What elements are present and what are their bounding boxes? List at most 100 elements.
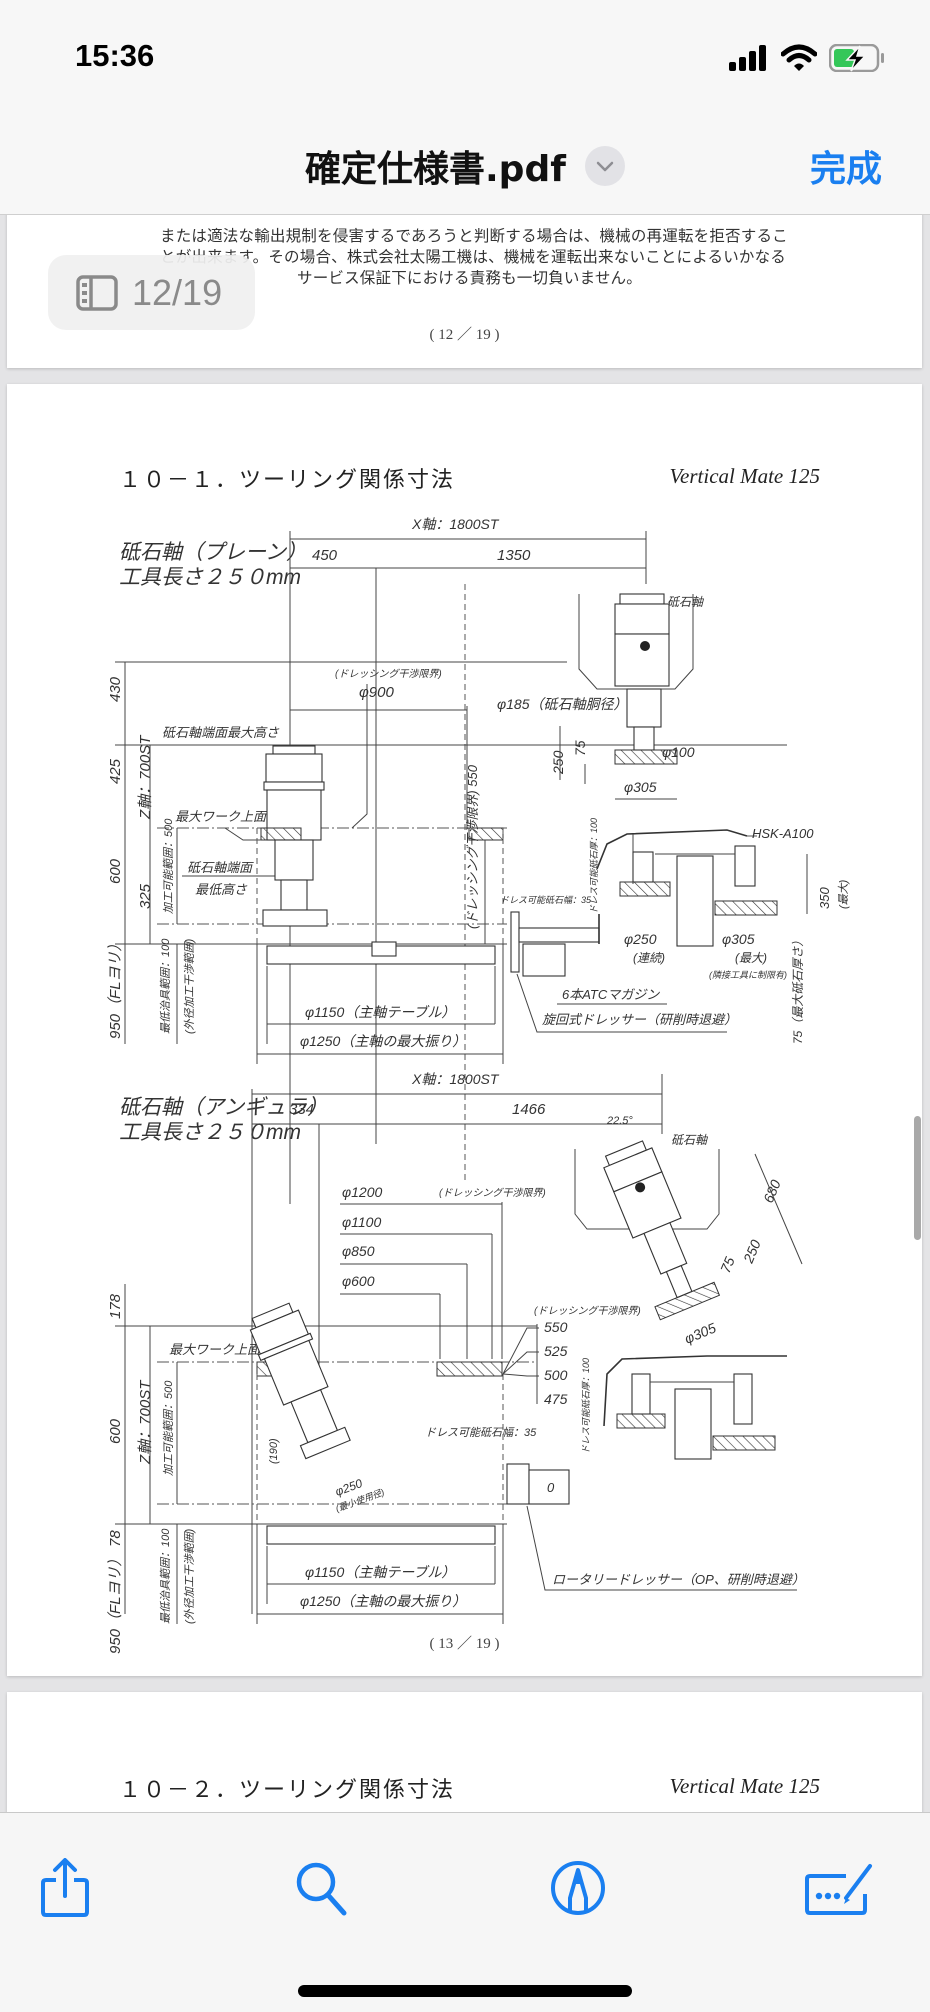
share-button[interactable]: [30, 1853, 100, 1923]
min-jig-range: 最低治具範囲：100: [159, 938, 172, 1034]
z-axis-label: Z軸：700ST: [137, 734, 154, 820]
search-button[interactable]: [287, 1853, 357, 1923]
document-title[interactable]: 確定仕様書.pdf: [0, 140, 930, 192]
leader-lines: [502, 1327, 539, 1377]
table-center: [371, 941, 397, 957]
spindle-shaft: [274, 839, 314, 881]
swivel-dresser-label: 旋回式ドレッサー（研削時退避）: [542, 1012, 737, 1027]
max-v-label: (最大): [837, 879, 850, 909]
atc-magazine-label: 6本ATCマガジン: [562, 987, 660, 1002]
fig1-x-right: 1350: [497, 547, 531, 564]
dress-limit-note: (ドレッシング干渉限界): [335, 668, 442, 680]
done-button[interactable]: 完成: [809, 149, 882, 190]
dim-78: 78: [107, 1530, 124, 1547]
grinding-wheel: [262, 909, 328, 927]
max-work-top-note: 最大ワーク上面: [175, 809, 268, 824]
phi1150: φ1150（主軸テーブル）: [305, 1004, 455, 1020]
phi250: φ250: [624, 931, 657, 947]
spindle-arbor: [633, 726, 655, 751]
bottom-toolbar: [0, 1812, 930, 2012]
markup-button[interactable]: [543, 1853, 613, 1923]
rotary-dresser: [506, 1463, 530, 1505]
height-525: 525: [544, 1343, 568, 1359]
figure-angular-spindle: 砥石軸（アンギュラ） 工具長さ２５０mm X軸：1800ST 334 1466 …: [107, 1071, 805, 1654]
od-interference: (外径加工干渉範囲): [183, 1528, 196, 1624]
status-time: 15:36: [75, 38, 155, 73]
phi850: φ850: [342, 1243, 375, 1259]
tool-wheel-305: [714, 900, 778, 916]
title-menu-button[interactable]: [584, 146, 625, 186]
phi305: φ305: [682, 1319, 718, 1346]
figure-plain-spindle: 砥石軸（プレーン） 工具長さ２５０mm X軸：1800ST 450 1350 4…: [107, 516, 850, 1204]
spindle-marker: [635, 1182, 646, 1193]
dim-250: 250: [550, 750, 566, 775]
end-face-note: 砥石軸端面: [187, 860, 254, 875]
phi1100: φ1100: [342, 1214, 381, 1230]
dress-width: ドレス可能砥石幅：35: [425, 1426, 537, 1439]
fig1-x-axis-label: X軸：1800ST: [411, 516, 500, 532]
magazine-cover: [596, 829, 748, 870]
spindle-body-lower: [614, 633, 670, 687]
home-indicator: [298, 1985, 632, 1997]
fill-and-sign-button[interactable]: [800, 1853, 880, 1923]
phi1250: φ1250（主軸の最大振り）: [300, 1033, 466, 1049]
dim-600: 600: [107, 858, 124, 884]
rotary-dresser-label: ロータリードレッサー（OP、研削時退避）: [552, 1572, 805, 1587]
dim-75: 75: [717, 1254, 738, 1275]
battery-charging-icon: [829, 44, 884, 72]
tooling-dimension-drawing: 砥石軸（プレーン） 工具長さ２５０mm X軸：1800ST 450 1350 4…: [107, 516, 850, 1654]
leader-line: [516, 973, 727, 1033]
markup-icon: [551, 1861, 605, 1915]
spindle-arbor: [280, 879, 308, 911]
scrollbar[interactable]: [914, 1116, 921, 1240]
tool-wheel: [712, 1435, 776, 1451]
angle-label: 22.5°: [606, 1115, 633, 1127]
dress-limit-note: (ドレッシング干渉限界): [439, 1187, 546, 1199]
grinding-wheel: [614, 749, 678, 765]
page-indicator[interactable]: 12/19: [48, 255, 255, 330]
dresser-arm: [510, 911, 520, 973]
phi1150: φ1150（主軸テーブル）: [305, 1564, 455, 1580]
phi185: φ185（砥石軸胴径）: [497, 696, 628, 712]
machining-range: 加工可能範囲：500: [162, 1380, 175, 1476]
max-thickness: 75（最大砥石厚さ）: [791, 935, 805, 1044]
min-jig-range: 最低治具範囲：100: [159, 1528, 172, 1624]
spindle-marker: [640, 641, 650, 651]
fig1-x-left: 450: [312, 547, 338, 564]
angled-spindle: [249, 1302, 351, 1460]
fig1-heading-1: 砥石軸（プレーン）: [119, 541, 307, 564]
phi900: φ900: [359, 684, 394, 701]
dim-line: [754, 1153, 803, 1265]
dim-190: (190): [268, 1438, 280, 1464]
text-line: サービス保証下における責務も一切負いません。: [297, 269, 642, 287]
dim-950: 950（FLヨリ）: [107, 1551, 124, 1654]
tool-holder: [632, 851, 654, 883]
battery-level: [834, 49, 854, 67]
spindle-shaft: [626, 688, 662, 728]
tool-wheel-250: [619, 881, 671, 897]
status-icons: [729, 44, 885, 72]
spindle-ring: [263, 781, 325, 791]
section-title: １０－２．ツーリング関係寸法: [119, 1778, 456, 1803]
max-label: (最大): [735, 951, 767, 965]
fig2-spindle-label: 砥石軸: [671, 1133, 709, 1147]
spindle-table: [266, 1525, 496, 1545]
dress-thickness: ドレス可能砥石厚：100: [589, 818, 599, 914]
magazine-column: [674, 1388, 712, 1460]
dim-600: 600: [107, 1418, 124, 1444]
fig2-x-left: 334: [289, 1101, 314, 1118]
dim-325: 325: [137, 883, 154, 909]
dim-250: 250: [740, 1237, 764, 1266]
fill-sign-icon: [805, 1864, 872, 1915]
dim-950: 950（FLヨリ）: [107, 936, 124, 1039]
height-550: 550: [544, 1319, 568, 1335]
page-indicator-label: 12/19: [132, 271, 223, 313]
text-line: または適法な輸出規制を侵害するであろうと判断する場合は、機械の再運転を拒否するこ: [160, 227, 788, 245]
magazine-column: [676, 855, 714, 947]
page-footer: ( 13 ／ 19 ): [429, 1636, 500, 1652]
dim-680: 680: [760, 1177, 784, 1205]
sidebar-thumbnails-icon: [76, 274, 118, 311]
phi305: φ305: [624, 779, 657, 795]
document-title-text: 確定仕様書.pdf: [305, 149, 566, 190]
tool-holder: [734, 845, 756, 887]
